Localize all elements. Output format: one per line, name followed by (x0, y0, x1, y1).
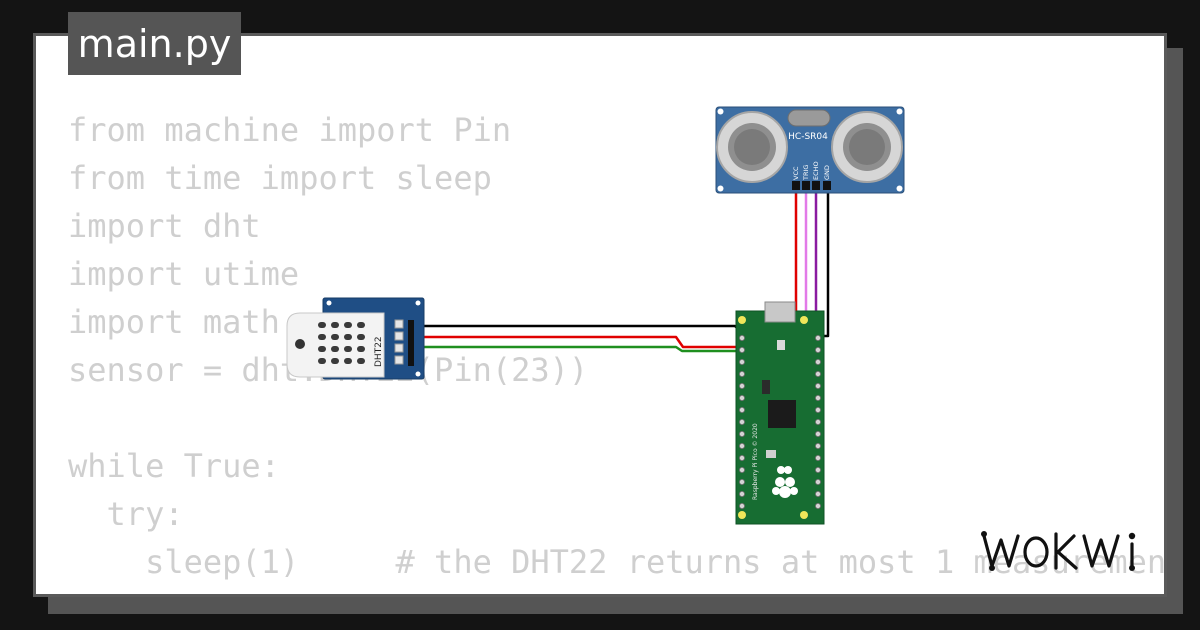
code-card: from machine import Pin from time import … (33, 33, 1167, 597)
code-line: import math (68, 303, 280, 341)
code-line: import utime (68, 255, 300, 293)
code-line: try: (68, 495, 184, 533)
transducer-right (831, 111, 903, 183)
dht22-sensor[interactable]: DHT22 (286, 297, 425, 380)
code-line: import dht (68, 207, 261, 245)
code-line: sensor.measure() # Recovers measurements… (68, 586, 1164, 594)
pin-label: VCC (792, 166, 800, 180)
pin-label: GND (823, 165, 831, 180)
wire-dht-data[interactable] (412, 345, 760, 353)
hc-sr04-sensor[interactable]: HC-SR04 VCC TRIG ECHO GND (715, 106, 905, 194)
board-label: Raspberry Pi Pico © 2020 (752, 423, 759, 500)
pin-headers (394, 319, 414, 366)
code-listing: from machine import Pin from time import … (68, 106, 1164, 594)
pin-label: TRIG (802, 165, 810, 181)
filename-tab[interactable]: main.py (68, 12, 241, 75)
code-line: from time import sleep (68, 159, 492, 197)
wokwi-logo[interactable] (978, 528, 1150, 574)
filename-label: main.py (77, 21, 232, 66)
pico-pin-column-left (739, 334, 746, 509)
sensor-label: DHT22 (374, 336, 384, 367)
pin-label: ECHO (812, 161, 820, 180)
pin-headers (792, 181, 831, 190)
code-line: from machine import Pin (68, 111, 512, 149)
sensor-label: HC-SR04 (788, 132, 828, 142)
raspberry-logo-icon (772, 466, 798, 498)
transducer-left (716, 111, 788, 183)
raspberry-pi-pico[interactable]: Raspberry Pi Pico © 2020 (735, 301, 825, 525)
code-line: while True: (68, 447, 280, 485)
sensor-grille (318, 322, 365, 364)
pico-pin-column-right (815, 334, 822, 509)
